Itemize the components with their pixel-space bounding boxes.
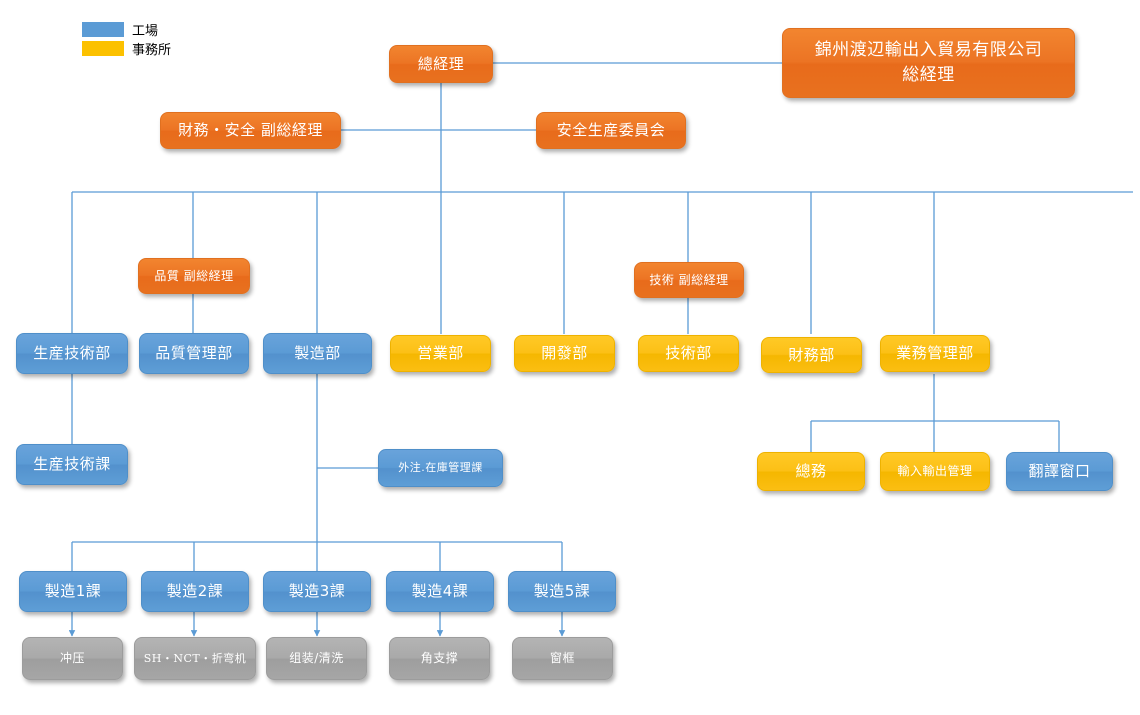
- legend-item-office: 事務所: [82, 39, 171, 58]
- node-quality-deputy[interactable]: 品質 副総経理: [138, 258, 250, 294]
- legend: 工場 事務所: [82, 20, 171, 58]
- node-technology-deputy[interactable]: 技術 副総経理: [634, 262, 744, 298]
- node-import-export-admin[interactable]: 輸入輸出管理: [880, 452, 990, 491]
- node-general-affairs[interactable]: 總務: [757, 452, 865, 491]
- node-outsourcing-inventory-section[interactable]: 外注.在庫管理課: [378, 449, 503, 487]
- node-manufacturing-section-3[interactable]: 製造3課: [263, 571, 371, 612]
- node-manufacturing-dept[interactable]: 製造部: [263, 333, 372, 374]
- node-manufacturing-section-1[interactable]: 製造1課: [19, 571, 127, 612]
- node-sales-dept[interactable]: 営業部: [390, 335, 491, 372]
- legend-swatch-factory: [82, 22, 124, 37]
- parent-company-line-2: 総経理: [902, 65, 955, 85]
- node-process-window-frame[interactable]: 窗框: [512, 637, 613, 680]
- node-production-tech-dept[interactable]: 生産技術部: [16, 333, 128, 374]
- node-process-assembly-cleaning[interactable]: 组装/清洗: [266, 637, 367, 680]
- node-quality-control-dept[interactable]: 品質管理部: [139, 333, 249, 374]
- node-parent-company[interactable]: 錦州渡辺輸出入貿易有限公司 総経理: [782, 28, 1075, 98]
- node-production-tech-section[interactable]: 生産技術課: [16, 444, 128, 485]
- legend-label-office: 事務所: [132, 43, 172, 58]
- node-translation-window[interactable]: 翻譯窗口: [1006, 452, 1113, 491]
- node-process-stamping[interactable]: 冲压: [22, 637, 123, 680]
- node-safety-production-committee[interactable]: 安全生産委員会: [536, 112, 686, 149]
- node-process-corner-support[interactable]: 角支撑: [389, 637, 490, 680]
- node-finance-safety-deputy[interactable]: 財務・安全 副総経理: [160, 112, 341, 149]
- node-process-sh-nct-bender[interactable]: SH・NCT・折弯机: [134, 637, 256, 680]
- node-general-manager[interactable]: 總経理: [389, 45, 493, 83]
- legend-label-factory: 工場: [132, 24, 159, 39]
- parent-company-line-1: 錦州渡辺輸出入貿易有限公司: [814, 40, 1043, 61]
- legend-item-factory: 工場: [82, 20, 171, 39]
- node-manufacturing-section-5[interactable]: 製造5課: [508, 571, 616, 612]
- node-manufacturing-section-4[interactable]: 製造4課: [386, 571, 494, 612]
- node-technology-dept[interactable]: 技術部: [638, 335, 739, 372]
- node-business-admin-dept[interactable]: 業務管理部: [880, 335, 990, 372]
- node-development-dept[interactable]: 開發部: [514, 335, 615, 372]
- legend-swatch-office: [82, 41, 124, 56]
- node-manufacturing-section-2[interactable]: 製造2課: [141, 571, 249, 612]
- node-finance-dept[interactable]: 財務部: [761, 337, 862, 373]
